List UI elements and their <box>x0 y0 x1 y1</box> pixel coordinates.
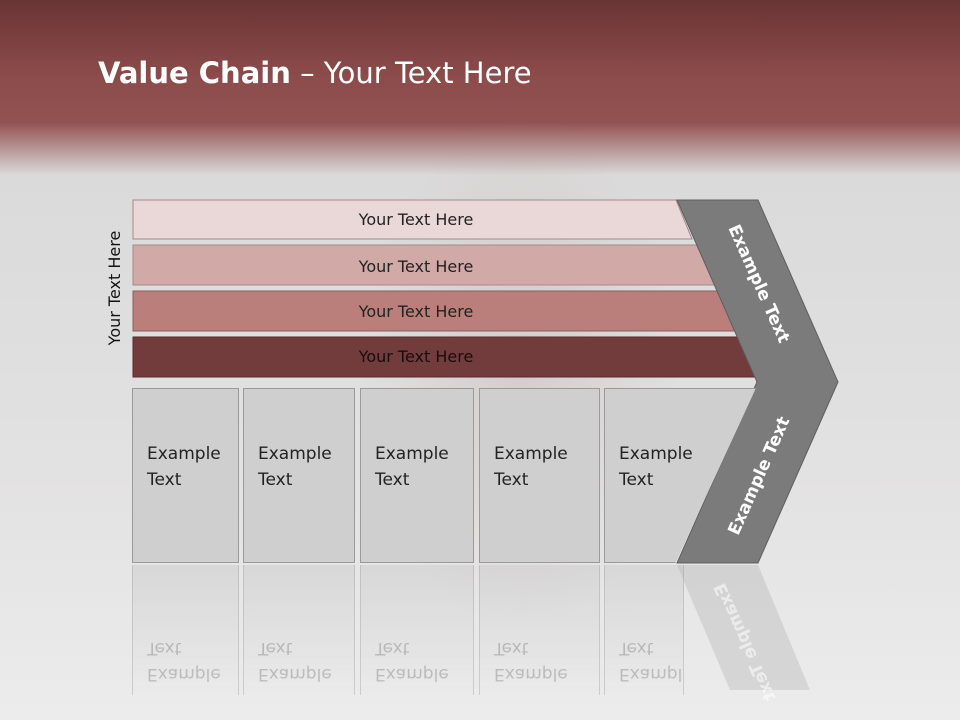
box-5-line2: Text <box>619 470 654 490</box>
bar-1 <box>132 199 693 240</box>
bar-4-label: Your Text Here <box>358 347 474 366</box>
bar-2-label: Your Text Here <box>358 257 474 276</box>
box-2-line2: Text <box>258 470 293 490</box>
title-bold: Value Chain <box>98 56 291 90</box>
title-band <box>0 0 960 175</box>
box-3-line2: Text <box>375 470 410 490</box>
box-2-reflection-text: Example Text <box>258 635 332 687</box>
box-4-reflection-line1: Example <box>494 664 568 684</box>
box-1-reflection: Example Text <box>132 565 239 695</box>
box-3-reflection-line1: Example <box>375 664 449 684</box>
box-3-line1: Example <box>375 444 449 464</box>
box-2-reflection-line1: Example <box>258 664 332 684</box>
box-4-line2: Text <box>494 470 529 490</box>
box-1-reflection-text: Example Text <box>147 635 221 687</box>
box-1: Example Text <box>132 388 239 563</box>
bar-1-label: Your Text Here <box>358 210 474 229</box>
box-4: Example Text <box>479 388 600 563</box>
box-1-reflection-line2: Text <box>147 638 182 658</box>
box-4-reflection: Example Text <box>479 565 600 695</box>
box-4-line1: Example <box>494 444 568 464</box>
chevron-reflection <box>677 565 810 690</box>
title-rest: – Your Text Here <box>290 56 532 90</box>
box-5-reflection-line1: Example <box>619 664 683 684</box>
box-3-reflection: Example Text <box>360 565 474 695</box>
box-5-reflection-line2: Text <box>619 638 654 658</box>
box-1-line2: Text <box>147 470 182 490</box>
box-3-reflection-text: Example Text <box>375 635 449 687</box>
box-4-reflection-text: Example Text <box>494 635 568 687</box>
box-5-reflection: Example Text <box>604 565 684 695</box>
box-5-reflection-text: Example Text <box>619 635 683 687</box>
box-2: Example Text <box>243 388 355 563</box>
box-2-line1: Example <box>258 444 332 464</box>
box-5-line1: Example <box>619 444 693 464</box>
box-1-line1: Example <box>147 444 221 464</box>
box-3-reflection-line2: Text <box>375 638 410 658</box>
box-3: Example Text <box>360 388 474 563</box>
chevron-arrow <box>676 199 839 564</box>
box-1-reflection-line1: Example <box>147 664 221 684</box>
box-2-reflection-line2: Text <box>258 638 293 658</box>
slide-title: Value Chain – Your Text Here <box>98 56 532 90</box>
box-2-reflection: Example Text <box>243 565 355 695</box>
box-4-reflection-line2: Text <box>494 638 529 658</box>
bar-3-label: Your Text Here <box>358 302 474 321</box>
